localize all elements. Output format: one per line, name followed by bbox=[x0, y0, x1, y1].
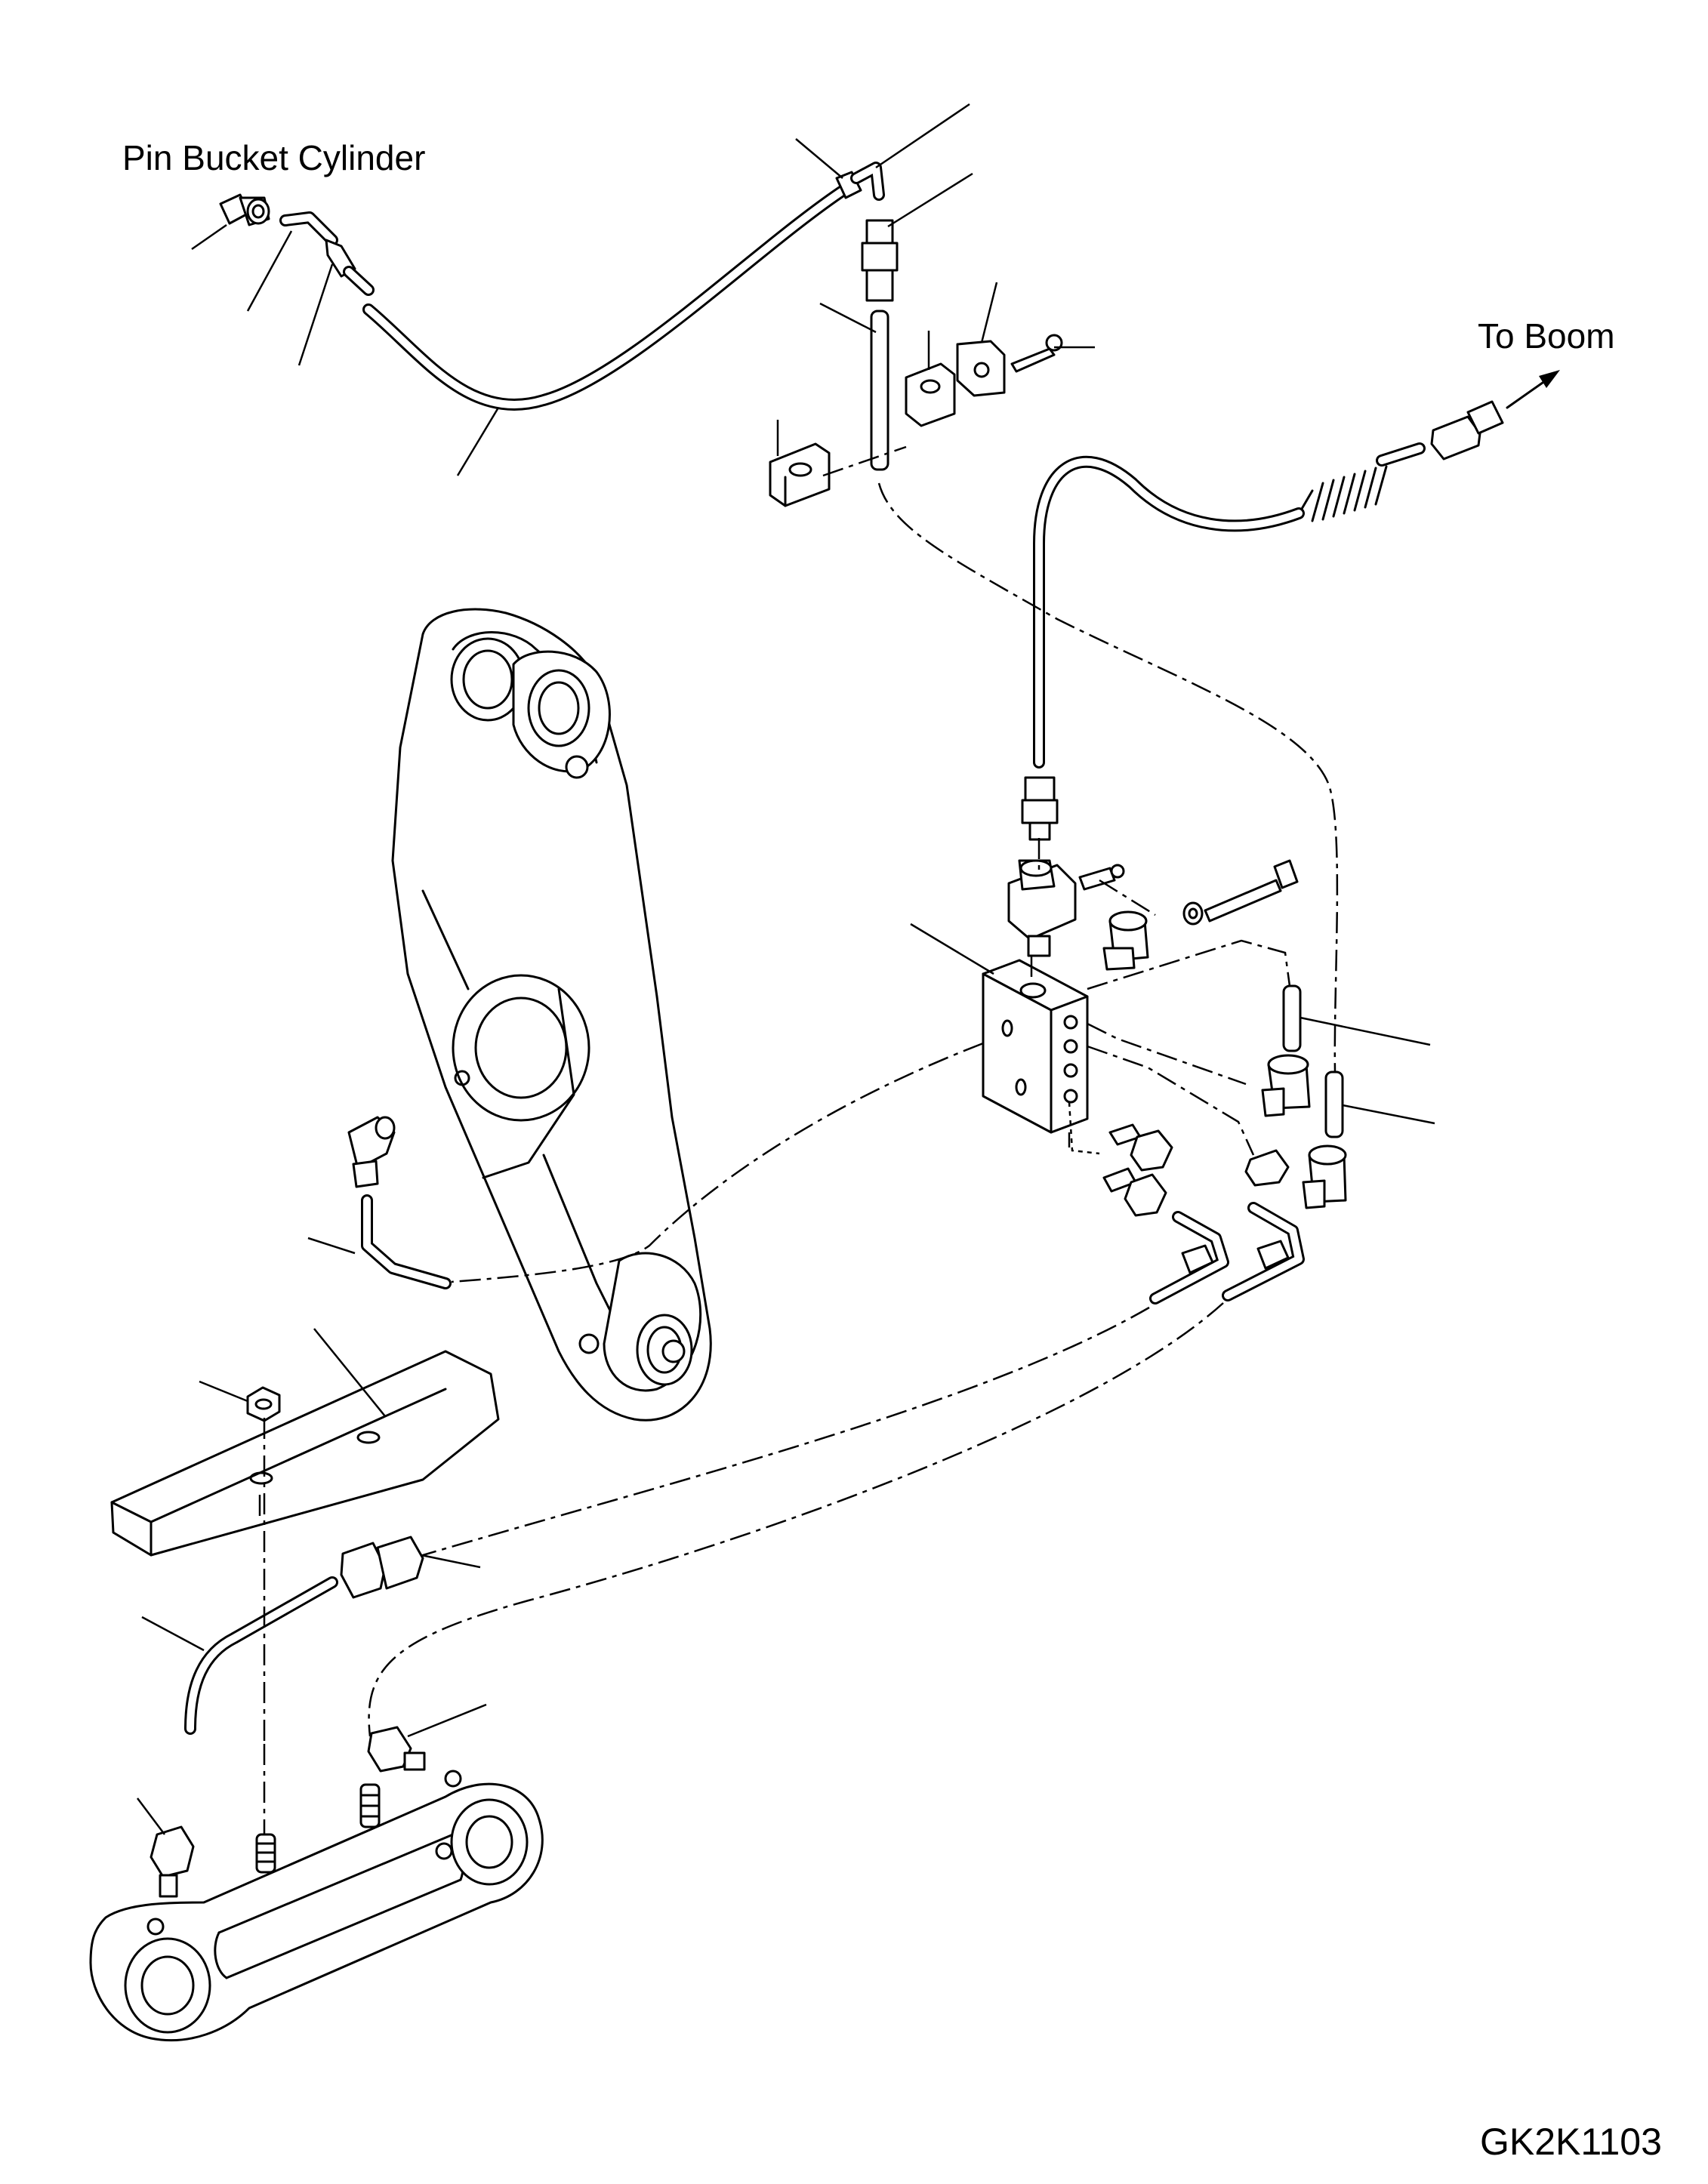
plug-pin-lower bbox=[1324, 1070, 1344, 1138]
to-boom-arrow bbox=[1506, 370, 1560, 409]
union-fitting-top bbox=[861, 219, 899, 302]
tube-clamp-upper bbox=[905, 362, 956, 427]
right-elbow-fitting-2 bbox=[1302, 1144, 1347, 1209]
link-grease-nipple-1 bbox=[255, 1833, 276, 1874]
hose-end-fitting bbox=[1021, 776, 1059, 841]
distribution-block bbox=[982, 959, 1089, 1134]
link-grease-fitting-top bbox=[367, 1726, 426, 1773]
block-elbow-fitting bbox=[1102, 910, 1149, 971]
tube-clamp-lower bbox=[769, 442, 831, 507]
short-bent-tube bbox=[279, 211, 375, 296]
bellcrank-arm bbox=[391, 608, 712, 1422]
tee-fitting bbox=[1007, 859, 1077, 957]
boom-end-fitting bbox=[1430, 400, 1504, 461]
plug-pin-upper bbox=[1282, 984, 1302, 1052]
bent-tube-right bbox=[1222, 1202, 1305, 1301]
leader-lines bbox=[137, 103, 1435, 1835]
block-straight-fitting-2 bbox=[1102, 1167, 1167, 1217]
right-elbow-fitting-1 bbox=[1261, 1054, 1311, 1117]
link-grease-nipple-2 bbox=[359, 1783, 381, 1828]
bucket-cylinder-elbow-fitting bbox=[219, 193, 270, 226]
boom-hose bbox=[1033, 442, 1426, 769]
pin-bucket-cylinder-label: Pin Bucket Cylinder bbox=[122, 138, 426, 177]
hex-nut bbox=[246, 1386, 281, 1422]
clamp-bolt bbox=[1010, 334, 1063, 373]
block-straight-fitting-1 bbox=[1108, 1123, 1173, 1172]
assembly-center-lines bbox=[258, 445, 1339, 1834]
drawing-code: GK2K1103 bbox=[1480, 2121, 1662, 2163]
lower-union-fitting bbox=[340, 1536, 424, 1599]
mounting-bracket bbox=[110, 1350, 500, 1557]
bellcrank-bent-tube bbox=[361, 1194, 452, 1289]
lower-curved-tube bbox=[184, 1576, 338, 1735]
long-bolt bbox=[1204, 859, 1299, 923]
bent-tube-left bbox=[1149, 1211, 1229, 1305]
to-boom-label: To Boom bbox=[1478, 316, 1615, 356]
washer bbox=[1182, 901, 1204, 926]
link-grease-fitting-left bbox=[150, 1825, 195, 1898]
bellcrank-elbow-fitting bbox=[347, 1116, 396, 1188]
long-grease-hose bbox=[362, 162, 885, 411]
lower-link bbox=[89, 1770, 544, 2042]
clamp-plate bbox=[956, 340, 1006, 397]
vertical-tube bbox=[870, 310, 889, 471]
straight-adapter bbox=[1244, 1149, 1290, 1187]
grease-nipple-small bbox=[1078, 864, 1125, 891]
